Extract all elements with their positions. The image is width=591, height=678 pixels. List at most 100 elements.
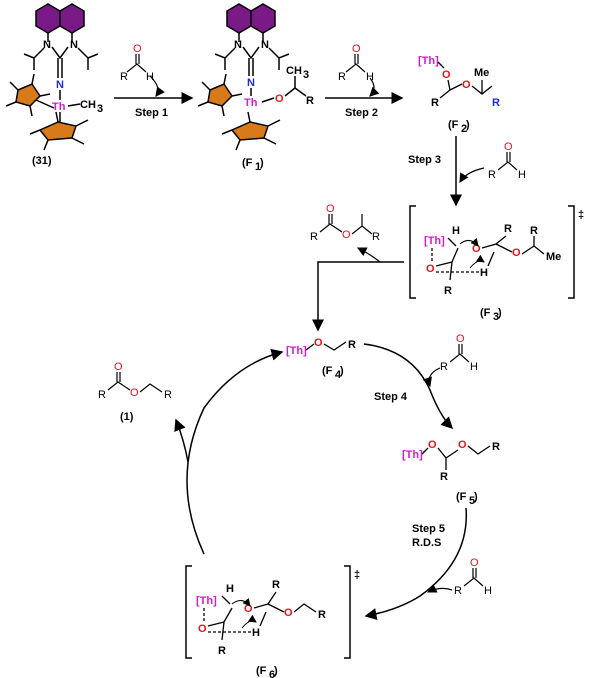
svg-text:O: O: [426, 263, 435, 275]
svg-text:N: N: [234, 39, 242, 51]
arrow-step5: [364, 507, 468, 620]
svg-text:): ): [498, 307, 502, 319]
svg-text:R: R: [218, 645, 226, 657]
svg-text:R: R: [504, 223, 512, 235]
svg-text:O: O: [470, 557, 479, 569]
svg-text:N: N: [56, 79, 64, 91]
svg-text:H: H: [452, 225, 460, 237]
svg-text:R: R: [338, 71, 346, 83]
svg-text:O: O: [504, 141, 513, 153]
svg-text:(F: (F: [322, 365, 333, 377]
svg-text:R: R: [440, 361, 448, 373]
svg-text:H: H: [226, 583, 234, 595]
svg-text:R: R: [272, 579, 280, 591]
svg-text:1: 1: [255, 161, 261, 173]
svg-text:R: R: [492, 97, 500, 109]
svg-text:O: O: [275, 93, 284, 105]
svg-text:R: R: [318, 609, 326, 621]
svg-text:Me: Me: [474, 67, 489, 79]
svg-text:R: R: [492, 441, 500, 453]
svg-text:N: N: [43, 39, 51, 51]
svg-text:[Th]: [Th]: [418, 55, 439, 67]
compound-31: N N N Th CH 3 (31): [5, 3, 103, 167]
svg-text:H: H: [252, 627, 260, 639]
svg-text:R: R: [164, 389, 172, 401]
svg-text:3: 3: [303, 69, 309, 81]
svg-text:R: R: [348, 339, 356, 351]
svg-text:O: O: [462, 79, 471, 91]
svg-text:O: O: [284, 607, 293, 619]
aldehyde-step5: O R H: [454, 557, 492, 597]
naphthalene-ring-left: [35, 3, 61, 34]
aldehyde-step3: O R H: [488, 141, 526, 181]
svg-text:R: R: [440, 471, 448, 483]
svg-text:O: O: [458, 439, 467, 451]
svg-text:O: O: [198, 623, 207, 635]
svg-text:(F: (F: [480, 307, 491, 319]
intermediate-F1: N N N Th O CH 3 R (F 1 ): [197, 3, 314, 173]
svg-text:N: N: [261, 39, 269, 51]
svg-text:H: H: [480, 267, 488, 279]
svg-text:Me: Me: [546, 251, 561, 263]
arrow-cycle-return: [186, 348, 284, 555]
arrow-step4: [363, 343, 454, 430]
svg-text:(1): (1): [120, 411, 134, 423]
svg-text:R: R: [488, 169, 496, 181]
svg-text:[Th]: [Th]: [424, 235, 445, 247]
svg-text:O: O: [472, 243, 481, 255]
svg-text:‡: ‡: [578, 209, 584, 221]
svg-text:R: R: [444, 285, 452, 297]
svg-text:2: 2: [461, 123, 467, 135]
step5-label: Step 5: [412, 523, 445, 535]
svg-text:R: R: [454, 585, 462, 597]
cp-ring-lower: [38, 121, 77, 141]
naphthalene-ring-right: [59, 3, 85, 34]
svg-text:H: H: [470, 361, 478, 373]
compound-31-label: (31): [32, 155, 52, 167]
aldehyde-step4: O R H: [440, 333, 478, 373]
svg-text:O: O: [130, 387, 139, 399]
cp-ring-upper: [15, 83, 41, 107]
svg-text:[Th]: [Th]: [286, 345, 307, 357]
svg-text:): ): [474, 491, 478, 503]
svg-text:): ): [274, 665, 278, 677]
svg-text:R: R: [372, 231, 380, 243]
svg-text:O: O: [133, 43, 142, 55]
product-1: O R O R (1): [98, 361, 172, 423]
svg-text:): ): [260, 157, 264, 169]
svg-text:): ): [340, 365, 344, 377]
svg-text:Th: Th: [52, 101, 66, 113]
transition-state-F6: ‡ [Th] H O R H O R O R (F 6 ): [185, 565, 360, 678]
svg-text:O: O: [428, 439, 437, 451]
svg-text:R: R: [120, 71, 128, 83]
intermediate-F2: [Th] O R O Me R (F 2 ): [418, 55, 500, 135]
intermediate-F5: [Th] O R O R (F 5 ): [402, 439, 500, 507]
svg-text:R: R: [310, 231, 318, 243]
svg-text:H: H: [146, 71, 154, 83]
svg-text:(F: (F: [456, 491, 467, 503]
svg-text:R: R: [431, 97, 439, 109]
svg-text:CH: CH: [80, 99, 96, 111]
svg-text:(F: (F: [242, 157, 253, 169]
svg-text:O: O: [314, 337, 323, 349]
svg-text:H: H: [366, 71, 374, 83]
step4-label: Step 4: [374, 391, 408, 403]
aldehyde-step1: O R H: [120, 43, 154, 83]
ester-product-upper: O R O R: [310, 203, 380, 243]
svg-text:): ): [466, 119, 470, 131]
step2-label: Step 2: [345, 107, 378, 119]
svg-text:Th: Th: [244, 97, 258, 109]
svg-text:5: 5: [469, 495, 475, 507]
arrow-product-release: [174, 418, 189, 463]
rds-label: R.D.S: [412, 537, 441, 549]
svg-text:R: R: [98, 389, 106, 401]
svg-text:R: R: [530, 225, 538, 237]
svg-text:O: O: [456, 333, 465, 345]
transition-state-F3: ‡ [Th] H O R H O R O R Me (F 3 ): [409, 205, 584, 323]
step1-label: Step 1: [135, 107, 168, 119]
svg-text:[Th]: [Th]: [196, 595, 217, 607]
svg-text:[Th]: [Th]: [402, 449, 423, 461]
svg-text:O: O: [352, 43, 361, 55]
svg-text:O: O: [326, 203, 335, 215]
